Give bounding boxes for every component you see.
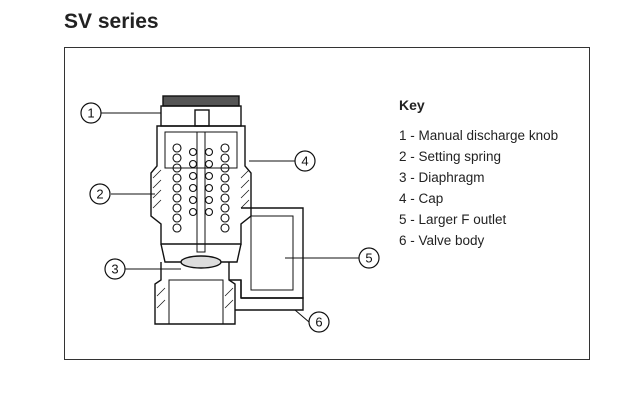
key-item-5: 5 - Larger F outlet: [399, 212, 507, 227]
callout-5: 5: [358, 247, 380, 269]
manual-knob-body: [160, 105, 242, 127]
callout-4-number: 4: [301, 154, 308, 169]
valve-drawing: [150, 95, 304, 325]
leader-6: [241, 309, 310, 323]
manual-knob-top: [162, 95, 240, 107]
callout-1-number: 1: [87, 106, 94, 121]
side-outlet: [241, 207, 304, 299]
callout-6: 6: [308, 311, 330, 333]
setting-spring: [172, 143, 230, 233]
page-title: SV series: [64, 10, 159, 33]
callout-4: 4: [294, 150, 316, 172]
callout-2: 2: [89, 183, 111, 205]
diagram-frame: 1 2 3 4 5 6 Key 1 - Manual discharge kno…: [64, 47, 590, 360]
key-heading: Key: [399, 97, 425, 113]
key-item-2: 2 - Setting spring: [399, 149, 502, 164]
valve-cross-section-drawing: 1 2 3 4 5 6: [80, 95, 380, 333]
cap-shell: [150, 125, 252, 245]
callout-3-number: 3: [111, 262, 118, 277]
callout-6-number: 6: [315, 315, 322, 330]
callout-1: 1: [80, 102, 102, 124]
key-item-6: 6 - Valve body: [399, 233, 485, 248]
valve-body-shoulder: [229, 279, 304, 311]
callout-5-number: 5: [365, 251, 372, 266]
callout-2-number: 2: [96, 187, 103, 202]
leader-lines: [101, 112, 359, 323]
key-item-4: 4 - Cap: [399, 191, 444, 206]
callout-3: 3: [104, 258, 126, 280]
key-item-3: 3 - Diaphragm: [399, 170, 485, 185]
knob-stem: [194, 109, 210, 127]
key-item-1: 1 - Manual discharge knob: [399, 128, 559, 143]
key-legend: Key 1 - Manual discharge knob 2 - Settin…: [399, 96, 583, 252]
